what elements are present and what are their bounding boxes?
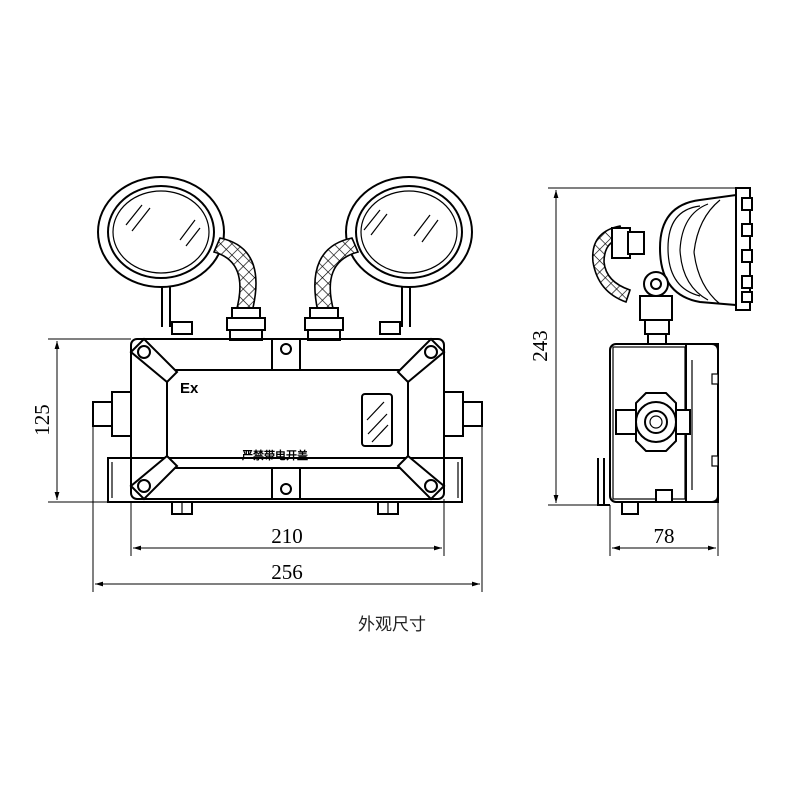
indicator-window-icon: [361, 393, 393, 447]
lamp-head-icon: [658, 187, 753, 311]
cable-gland-icon: [443, 391, 483, 437]
side-view: [591, 187, 753, 515]
front-dimensions: 125 210 256: [30, 338, 483, 592]
cable-gland-icon: [304, 307, 344, 341]
side-dimensions: 243 78: [528, 187, 736, 556]
mounting-bolt-icon: [171, 501, 193, 515]
dimension-width-overall: 256: [271, 560, 303, 584]
dimension-width-inner: 210: [271, 524, 303, 548]
lamp-head-icon: [97, 176, 225, 288]
mounting-bolt-icon: [621, 489, 673, 515]
dimension-height-front: 125: [30, 404, 54, 436]
cable-gland-icon: [615, 392, 691, 452]
dimension-depth: 78: [654, 524, 675, 548]
dimension-height-overall: 243: [528, 330, 552, 362]
ex-marking: Ex: [180, 380, 199, 397]
warning-label: 严禁带电开盖: [241, 448, 308, 462]
lamp-head-icon: [345, 176, 473, 288]
enclosure-box: [107, 337, 463, 503]
flexible-conduit-icon: [314, 237, 360, 313]
cable-gland-icon: [226, 307, 266, 341]
flexible-conduit-icon: [591, 225, 632, 304]
mounting-bolt-icon: [377, 501, 399, 515]
cable-gland-icon: [92, 391, 132, 437]
figure-caption: 外观尺寸: [358, 615, 426, 635]
front-view: Ex 严禁带电开盖: [92, 176, 483, 515]
flexible-conduit-icon: [212, 237, 257, 313]
